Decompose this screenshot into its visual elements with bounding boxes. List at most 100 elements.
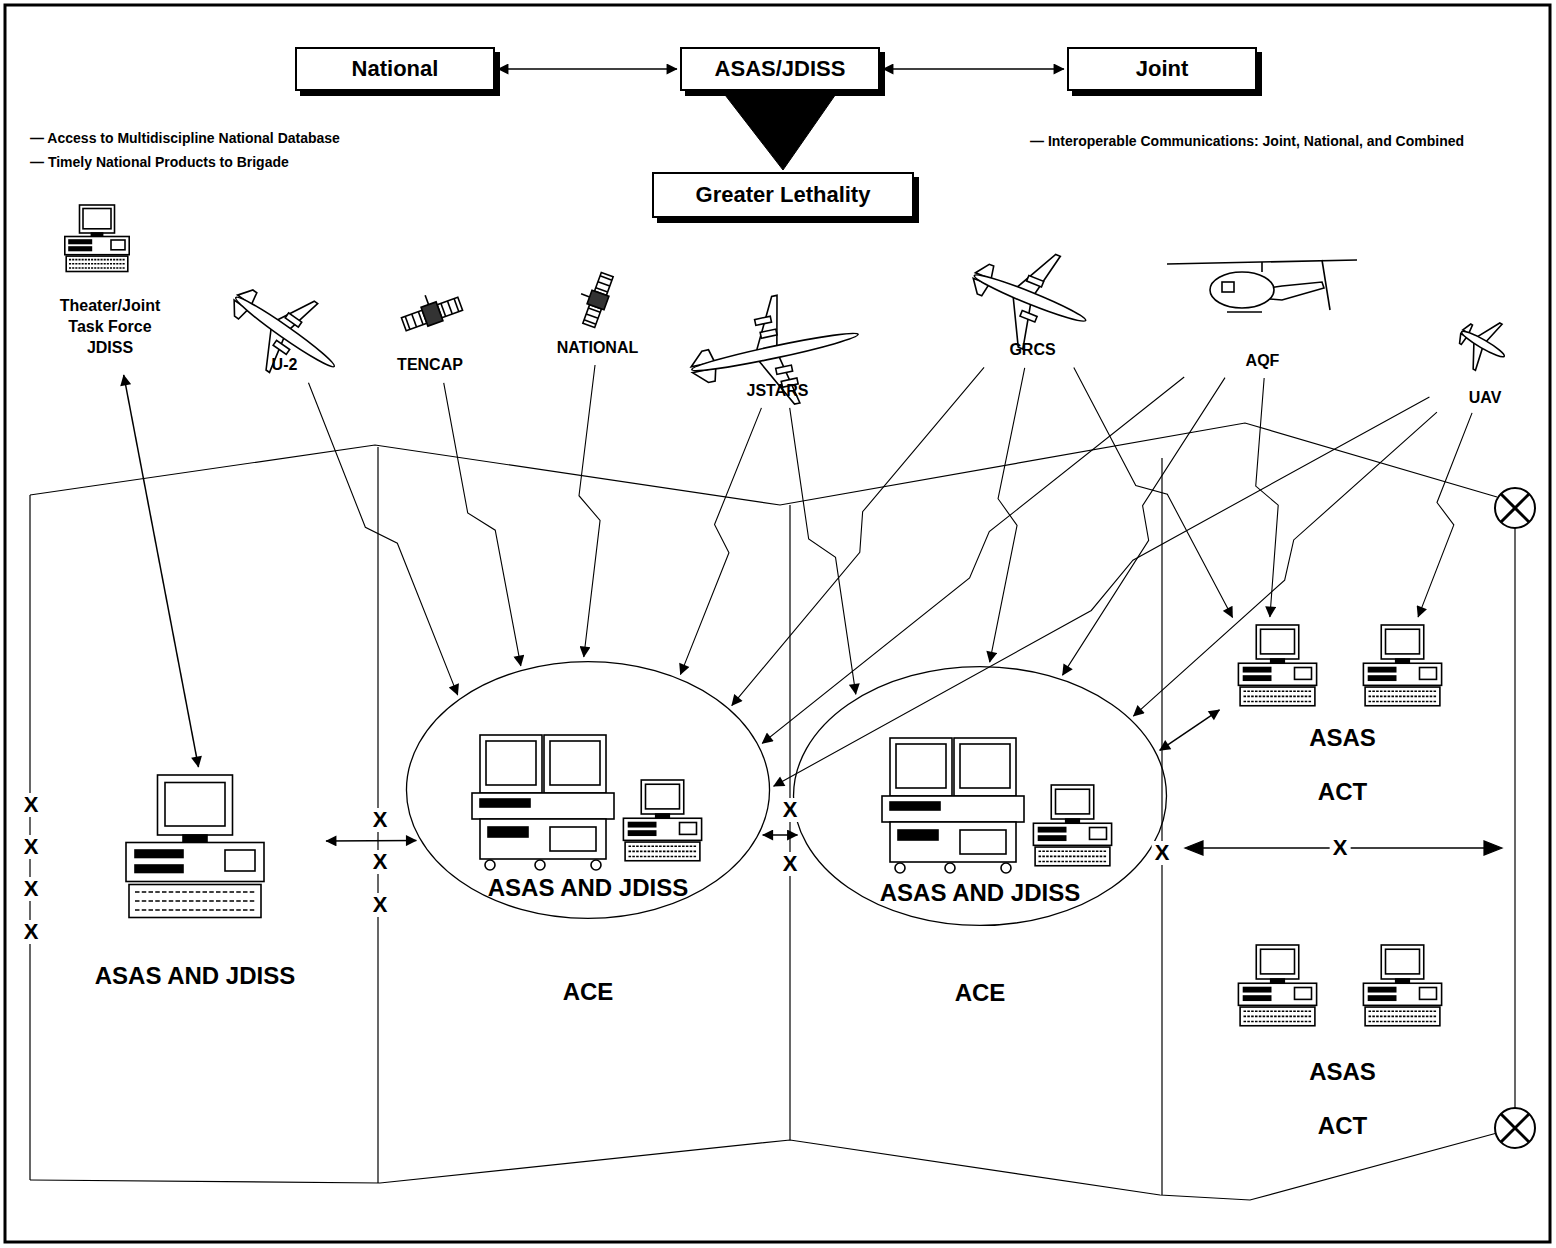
radio-link — [1074, 368, 1233, 618]
illustration-part — [69, 259, 125, 261]
illustration-part — [425, 295, 428, 304]
illustration-part — [1020, 311, 1037, 323]
boundary-symbol: X — [780, 798, 801, 822]
illustration-part — [1240, 1007, 1315, 1026]
illustration-part — [890, 738, 952, 796]
link-arrow — [124, 375, 199, 767]
illustration-part — [1365, 687, 1440, 706]
illustration-part — [129, 885, 261, 918]
illustration-part — [412, 314, 417, 327]
title-box: National — [295, 47, 495, 91]
illustration-part — [126, 843, 264, 882]
illustration-part — [66, 256, 128, 271]
act-group: ASAS ACT — [1222, 620, 1463, 808]
illustration-part — [1495, 488, 1535, 528]
boundary-symbol: X — [21, 835, 42, 859]
illustration-part — [397, 285, 464, 334]
note-text: — Access to Multidiscipline National Dat… — [30, 128, 340, 148]
illustration-part — [1051, 785, 1094, 819]
illustration-part — [1039, 850, 1107, 852]
illustration-part — [183, 835, 207, 843]
sensor-node: NATIONAL — [537, 240, 658, 362]
illustration-part — [584, 320, 596, 324]
link-arrow — [763, 834, 798, 836]
illustration-part — [535, 860, 545, 870]
link-arrow — [326, 840, 416, 842]
illustration-part — [83, 209, 111, 229]
illustration-part — [1363, 625, 1441, 706]
boundary-symbol: X — [370, 850, 391, 874]
illustration-part — [960, 830, 1006, 854]
illustration-part — [1514, 528, 1515, 1108]
illustration-part — [30, 1133, 1497, 1200]
illustration-part — [1238, 625, 1316, 706]
illustration-part — [1244, 696, 1312, 698]
illustration-part — [111, 240, 125, 250]
link-arrow — [498, 68, 677, 70]
illustration-part — [623, 780, 701, 861]
illustration-part — [1056, 789, 1090, 814]
illustration-part — [760, 329, 777, 338]
illustration-part — [586, 314, 598, 318]
node-label: ASAS — [1222, 722, 1463, 753]
illustration-part — [1039, 861, 1107, 863]
radio-link — [990, 368, 1025, 662]
illustration-part — [472, 735, 614, 870]
illustration-part — [405, 316, 410, 329]
illustration-part — [1244, 668, 1271, 672]
sensor-node: GRCS — [952, 240, 1113, 365]
illustration-part — [581, 294, 589, 297]
illustration-part — [629, 856, 697, 858]
node-label: U-2 — [209, 355, 360, 376]
node-label: AQF — [1162, 351, 1363, 372]
illustration-part — [598, 282, 610, 286]
title-box: Greater Lethality — [652, 172, 914, 218]
wedge-arrow — [722, 91, 838, 170]
illustration-part — [1261, 262, 1263, 272]
illustration-part — [454, 299, 459, 312]
illustration-part — [945, 863, 955, 873]
illustration-part — [158, 775, 233, 835]
illustration-part — [629, 845, 697, 847]
illustration-part — [1495, 1108, 1535, 1148]
node-label: ASAS AND JDISS — [405, 872, 771, 903]
illustration-part — [1369, 1016, 1437, 1018]
act-group: ASASACT — [1222, 940, 1463, 1138]
note-text: — Timely National Products to Brigade — [30, 152, 289, 172]
sensor-node: TENCAP — [377, 285, 483, 380]
boundary-symbol: X — [1330, 836, 1351, 860]
node-label: ACT — [1222, 776, 1463, 807]
node-label: GRCS — [952, 340, 1113, 361]
illustration-part — [1386, 629, 1420, 654]
illustration-part — [789, 505, 790, 1140]
illustration-part — [680, 823, 697, 835]
illustration-part — [69, 240, 91, 244]
title-box: Joint — [1067, 47, 1257, 91]
radio-link — [680, 408, 761, 675]
illustration-part — [544, 735, 606, 793]
illustration-part — [1244, 1021, 1312, 1023]
illustration-part — [1261, 629, 1295, 654]
illustration-part — [1238, 663, 1316, 685]
note-text: — Interoperable Communications: Joint, N… — [1030, 131, 1556, 151]
illustration-part — [1039, 836, 1066, 840]
illustration-part — [600, 276, 612, 280]
illustration-part — [746, 295, 788, 352]
sensor-node: AQF — [1162, 243, 1363, 375]
node-label: ASAS AND JDISS — [792, 877, 1168, 908]
illustration-part — [488, 827, 528, 837]
node-label: ASAS — [1222, 1056, 1463, 1087]
illustration-part — [285, 313, 302, 327]
boundary-symbol: X — [21, 793, 42, 817]
node-label: ACE — [792, 977, 1168, 1008]
node-label: ACE — [405, 976, 771, 1007]
illustration-part — [135, 891, 255, 893]
illustration-part — [69, 247, 91, 251]
illustration-part — [1369, 696, 1437, 698]
radio-link — [1062, 378, 1225, 676]
illustration-part — [572, 268, 616, 328]
radio-link — [762, 377, 1184, 743]
node-label: UAV — [1432, 388, 1538, 409]
illustration-part — [629, 823, 656, 827]
workstation-node: ASAS AND JDISS — [67, 770, 323, 1000]
